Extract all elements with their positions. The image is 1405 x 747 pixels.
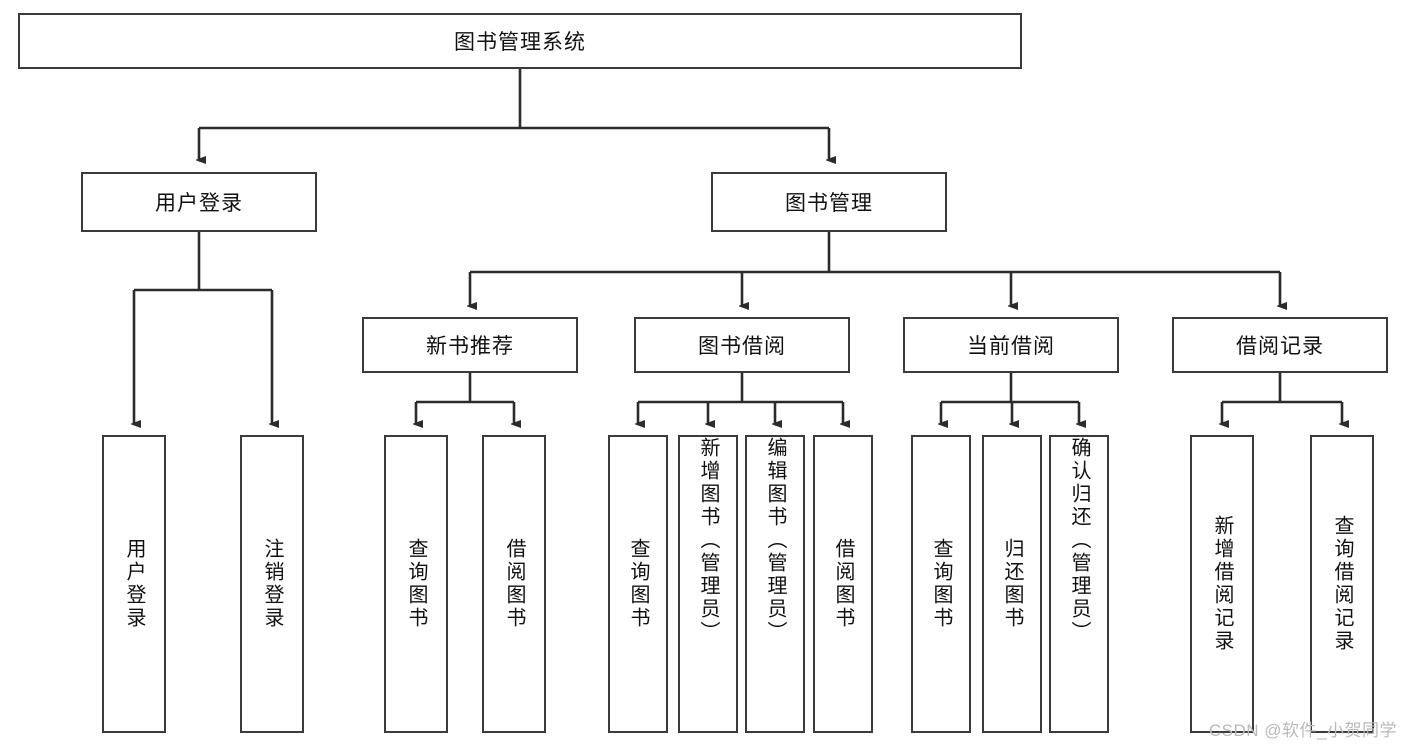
node-leaf-query-book-borrow[interactable]: 查询图书 [608,435,668,733]
node-book-management-label: 图书管理 [785,192,873,215]
node-book-management[interactable]: 图书管理 [711,172,947,232]
node-leaf-add-borrow-record-label: 新增借阅记录 [1211,515,1233,653]
node-leaf-borrow-book[interactable]: 借阅图书 [813,435,873,733]
node-leaf-query-borrow-record[interactable]: 查询借阅记录 [1310,435,1374,733]
node-leaf-confirm-return-admin-label: 确认归还（管理员） [1068,437,1090,644]
node-leaf-add-book-admin-label: 新增图书（管理员） [697,437,719,644]
node-leaf-borrow-book-recommend[interactable]: 借阅图书 [482,435,546,733]
node-leaf-query-book-borrow-label: 查询图书 [627,538,649,630]
node-user-login[interactable]: 用户登录 [81,172,317,232]
node-leaf-user-login[interactable]: 用户登录 [102,435,166,733]
node-leaf-query-book-current-label: 查询图书 [930,538,952,630]
node-leaf-edit-book-admin[interactable]: 编辑图书（管理员） [745,435,805,733]
node-leaf-add-book-admin[interactable]: 新增图书（管理员） [678,435,738,733]
node-new-book-recommend-label: 新书推荐 [426,335,514,358]
node-leaf-user-logout[interactable]: 注销登录 [240,435,304,733]
node-leaf-return-book[interactable]: 归还图书 [982,435,1042,733]
watermark: CSDN @软件_小贺同学 [1208,721,1397,740]
node-leaf-user-login-label: 用户登录 [123,538,145,630]
node-leaf-query-book-recommend[interactable]: 查询图书 [384,435,448,733]
node-current-borrow[interactable]: 当前借阅 [903,317,1119,373]
node-leaf-confirm-return-admin[interactable]: 确认归还（管理员） [1049,435,1109,733]
node-leaf-edit-book-admin-label: 编辑图书（管理员） [764,437,786,644]
node-leaf-user-logout-label: 注销登录 [261,538,283,630]
node-leaf-add-borrow-record[interactable]: 新增借阅记录 [1190,435,1254,733]
node-borrow-record-label: 借阅记录 [1236,335,1324,358]
node-current-borrow-label: 当前借阅 [967,335,1055,358]
node-leaf-query-book-current[interactable]: 查询图书 [911,435,971,733]
node-new-book-recommend[interactable]: 新书推荐 [362,317,578,373]
node-user-login-label: 用户登录 [155,192,243,215]
node-borrow-record[interactable]: 借阅记录 [1172,317,1388,373]
node-root-label: 图书管理系统 [454,31,586,54]
node-root[interactable]: 图书管理系统 [18,13,1022,69]
node-leaf-borrow-book-label: 借阅图书 [832,538,854,630]
node-book-borrow[interactable]: 图书借阅 [634,317,850,373]
node-leaf-query-book-recommend-label: 查询图书 [405,538,427,630]
node-leaf-borrow-book-recommend-label: 借阅图书 [503,538,525,630]
node-leaf-query-borrow-record-label: 查询借阅记录 [1331,515,1353,653]
node-leaf-return-book-label: 归还图书 [1001,538,1023,630]
node-book-borrow-label: 图书借阅 [698,335,786,358]
